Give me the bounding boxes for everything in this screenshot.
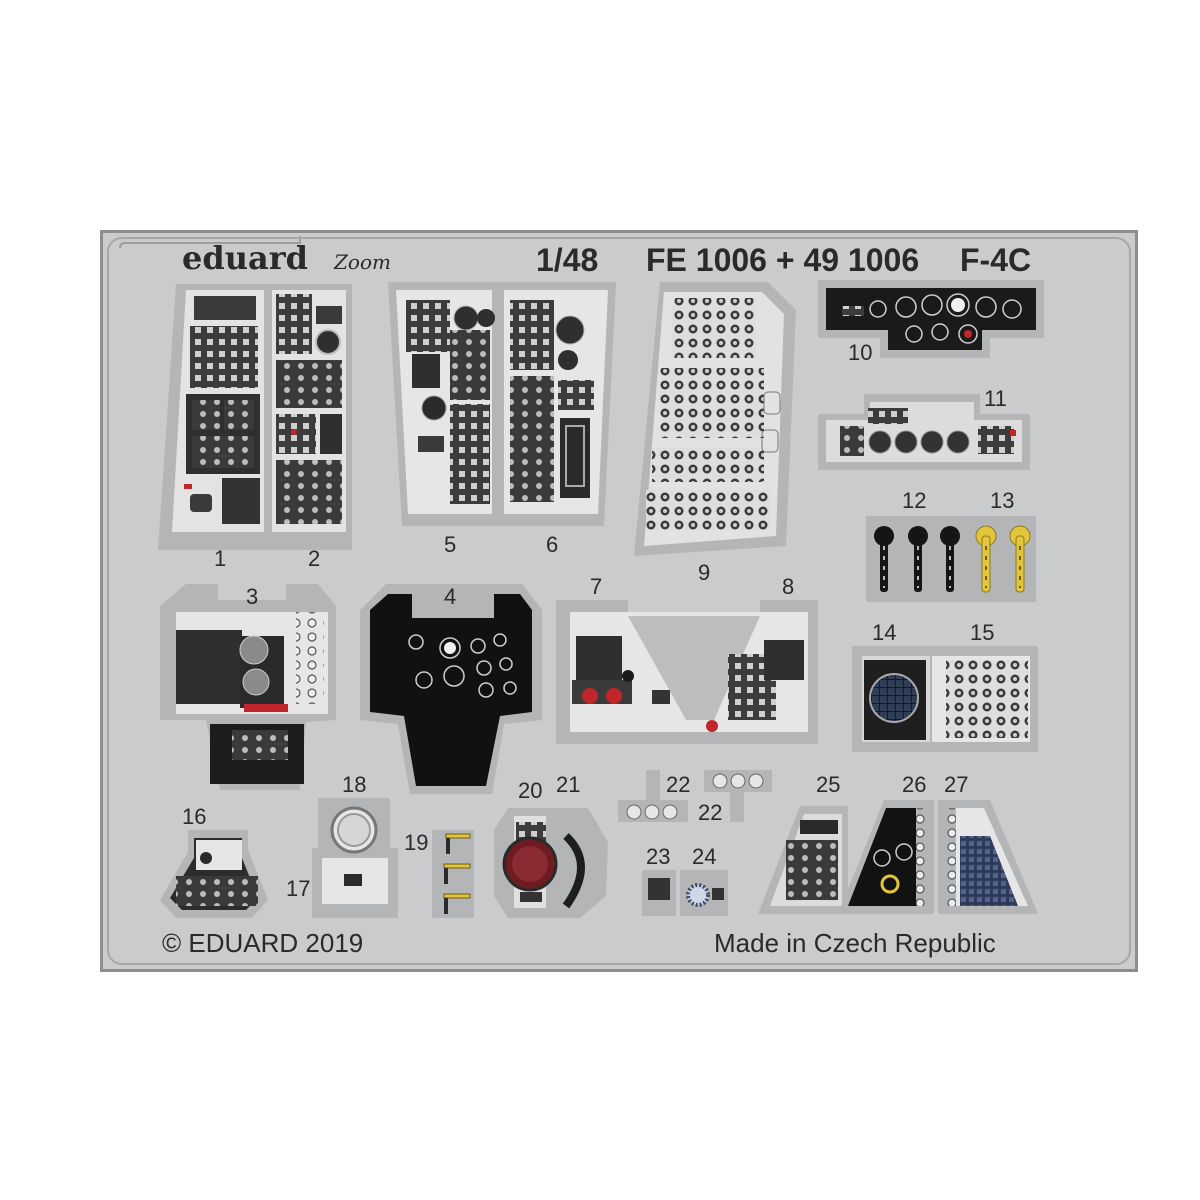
part-number: 1 [214, 546, 227, 571]
part-17-18-panel [312, 798, 398, 918]
part-number: 5 [444, 532, 457, 557]
part-number: 16 [182, 804, 207, 829]
part-number: 25 [816, 772, 841, 797]
part-number: 15 [970, 620, 995, 645]
part-number: 3 [246, 584, 259, 609]
part-number: 8 [782, 574, 795, 599]
part-number: 13 [990, 488, 1015, 513]
part-20-21-panel [494, 808, 608, 918]
part-12-handles [866, 516, 1036, 602]
part-number: 17 [286, 876, 311, 901]
part-number: 22 [698, 800, 723, 825]
part-5-panel [388, 282, 498, 526]
part-number: 27 [944, 772, 969, 797]
part-9-switch-console [634, 282, 796, 556]
part-number: 14 [872, 620, 897, 645]
part-2-side-console [268, 284, 352, 550]
part-number: 2 [308, 546, 321, 571]
part-22a [618, 770, 688, 822]
brand-logo: eduard [182, 239, 308, 277]
part-3-panel [160, 584, 336, 790]
part-number: 18 [342, 772, 367, 797]
part-number: 20 [518, 778, 543, 803]
part-number: 19 [404, 830, 429, 855]
aircraft-name: F-4C [960, 242, 1032, 278]
part-number: 23 [646, 844, 671, 869]
part-13-handles [975, 525, 1031, 593]
zoom-logo: Zoom [334, 250, 391, 274]
part-19-levers [432, 830, 474, 918]
part-number: 10 [848, 340, 873, 365]
scale-label: 1/48 [536, 242, 599, 278]
part-1-side-console [158, 284, 268, 550]
copyright-text: © EDUARD 2019 [162, 928, 364, 958]
part-number: 24 [692, 844, 717, 869]
part-number: 9 [698, 560, 711, 585]
part-15-panel [932, 656, 1030, 742]
part-number: 21 [556, 772, 581, 797]
part-23-24 [642, 870, 728, 916]
part-number: 26 [902, 772, 927, 797]
part-25-panel [758, 806, 848, 914]
part-11-panel [818, 394, 1030, 470]
part-4-instrument-panel [360, 584, 542, 794]
part-22b [704, 770, 772, 822]
part-10-instrument-panel [818, 280, 1044, 358]
part-number: 6 [546, 532, 559, 557]
product-code: FE 1006 + 49 1006 [646, 242, 920, 278]
part-6-panel [498, 282, 616, 526]
part-number: 22 [666, 772, 691, 797]
part-number: 11 [984, 386, 1007, 411]
part-number: 7 [590, 574, 603, 599]
part-26-panel [838, 800, 934, 914]
part-27-panel [938, 800, 1038, 914]
part-number: 4 [444, 584, 457, 609]
part-16-panel [160, 830, 268, 918]
part-number: 12 [902, 488, 927, 513]
part-7-8-panel [556, 600, 818, 744]
origin-text: Made in Czech Republic [714, 928, 996, 958]
